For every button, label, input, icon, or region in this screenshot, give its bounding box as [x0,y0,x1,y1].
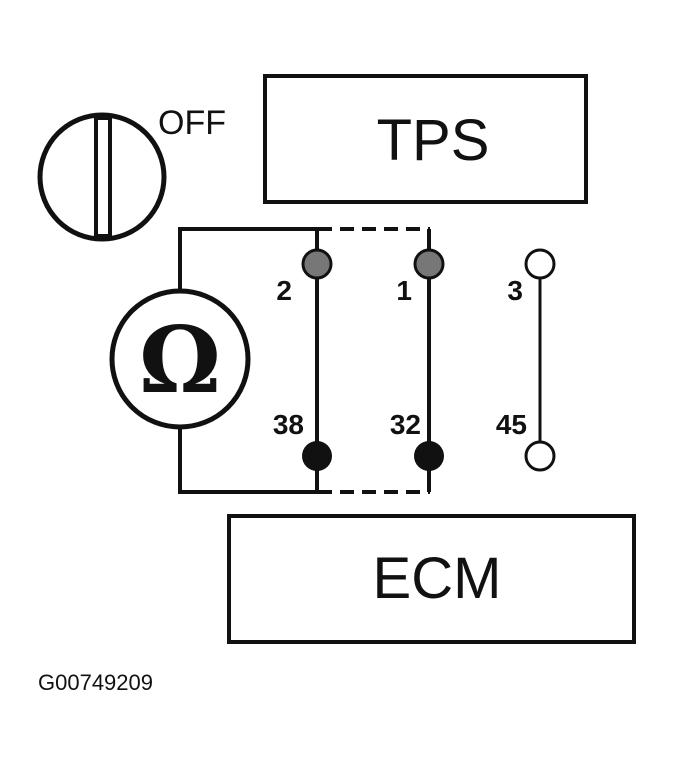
pin-38-dot [302,441,332,471]
pin-label-38: 38 [273,409,304,440]
figure-code: G00749209 [38,670,153,695]
ecm-label: ECM [373,546,502,611]
meter-leads [178,227,318,494]
ecm-component: ECM [227,514,636,644]
pin-label-32: 32 [390,409,421,440]
harness-dashed-links [318,227,430,494]
pin-label-1: 1 [396,275,412,306]
pin-label-2: 2 [276,275,292,306]
pin-labels: 2 1 3 38 32 45 [273,275,527,440]
meter-lead-top [178,227,318,290]
meter-lead-bottom [178,428,318,494]
pin-3-dot [524,248,556,280]
tps-label: TPS [377,108,490,173]
pin-label-45: 45 [496,409,527,440]
tps-component: TPS [263,74,588,204]
ignition-key-slot [94,116,112,238]
switch-off-label: OFF [158,104,226,142]
ohm-symbol: Ω [139,306,221,414]
pin-label-3: 3 [507,275,523,306]
ohmmeter: Ω [109,288,251,430]
ecm-box [227,514,636,644]
ignition-switch: OFF [37,104,226,242]
tps-box [263,74,588,204]
pin-32-dot [414,441,444,471]
connector-pins [301,248,556,472]
pin-1-dot [413,248,445,280]
pin-2-dot [301,248,333,280]
ohmmeter-icon [109,288,251,430]
pin-45-dot [524,440,556,472]
